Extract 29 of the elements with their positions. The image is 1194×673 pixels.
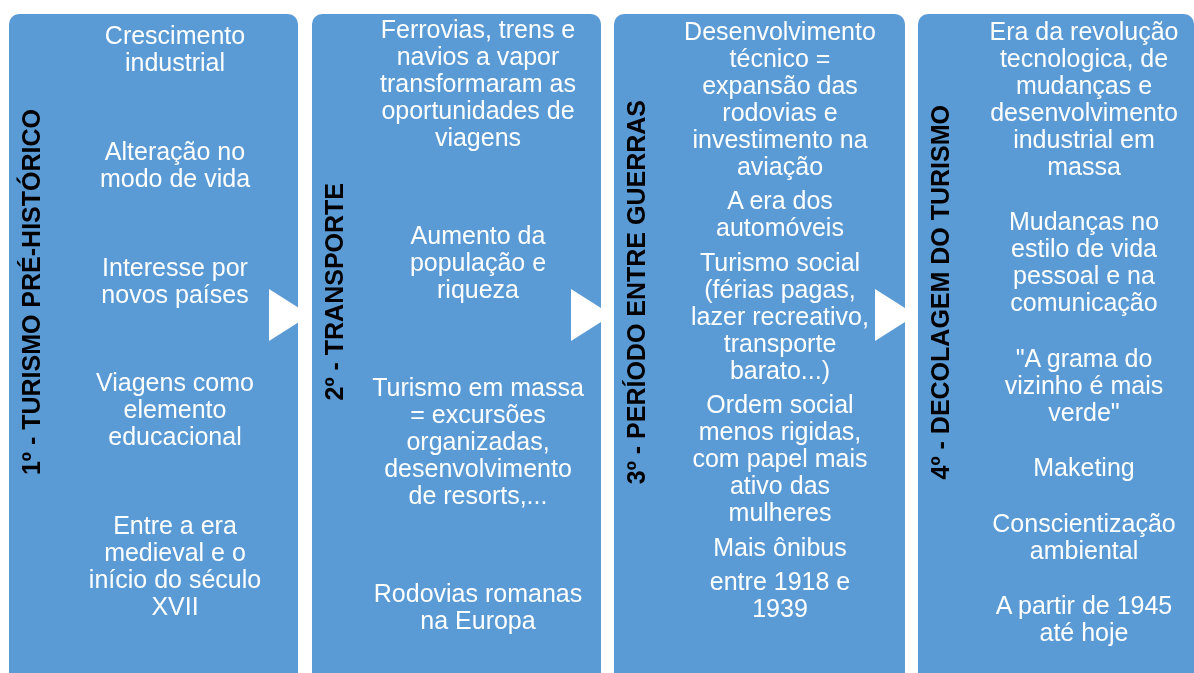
stage-item: Interesse por novos países xyxy=(100,253,250,308)
stage-item: A partir de 1945 até hoje xyxy=(994,591,1174,646)
stage-heading: 1º - TURISMO PRÉ-HISTÓRICO xyxy=(17,108,45,476)
stage-heading: 4º - DECOLAGEM DO TURISMO xyxy=(926,104,954,480)
stage-heading: 3º - PERÍODO ENTRE GUERRAS xyxy=(622,99,650,485)
stage-column xyxy=(918,14,1194,673)
stage-item: Turismo em massa = excursões organizadas, desenvolvimento de resorts,... xyxy=(372,374,584,509)
stage-column xyxy=(312,14,601,673)
stage-item: A era dos automóveis xyxy=(715,187,845,242)
stage-item: Ordem social menos rigidas, com papel mais ativo das mulheres xyxy=(691,391,869,527)
stage-item: Rodovias romanas na Europa xyxy=(372,580,584,634)
stage-item: Viagens como elemento educacional xyxy=(95,369,255,451)
stage-item: Mudanças no estilo de vida pessoal e na comunicação xyxy=(1007,208,1161,317)
stage-item: Turismo social (férias pagas, lazer recreativo, transporte barato...) xyxy=(690,248,870,384)
stage-item: Aumento da população e riqueza xyxy=(408,222,548,303)
stage-item: Era da revolução tecnologica, de mudanças e desenvolvimento industrial em massa xyxy=(988,18,1180,180)
stage-heading: 2º - TRANSPORTE xyxy=(320,183,348,401)
stage-item: Mais ônibus xyxy=(713,533,847,561)
stage-item: entre 1918 e 1939 xyxy=(708,567,852,622)
stage-item: "A grama do vizinho é mais verde" xyxy=(1003,344,1165,426)
stage-item: Ferrovias, trens e navios a vapor transformaram as oportunidades de viagens xyxy=(379,16,577,151)
stage-column xyxy=(9,14,298,673)
stage-item: Entre a era medieval e o início do século XVII xyxy=(87,512,263,620)
stage-item: Desenvolvimento técnico = expansão das rodovias e investimento na aviação xyxy=(683,18,877,180)
stage-item: Alteração no modo de vida xyxy=(98,137,252,192)
stage-column xyxy=(614,14,905,673)
stage-item: Crescimento industrial xyxy=(103,22,247,76)
stage-item: Maketing xyxy=(1033,454,1135,482)
stage-item: Conscientização ambiental xyxy=(991,509,1177,564)
